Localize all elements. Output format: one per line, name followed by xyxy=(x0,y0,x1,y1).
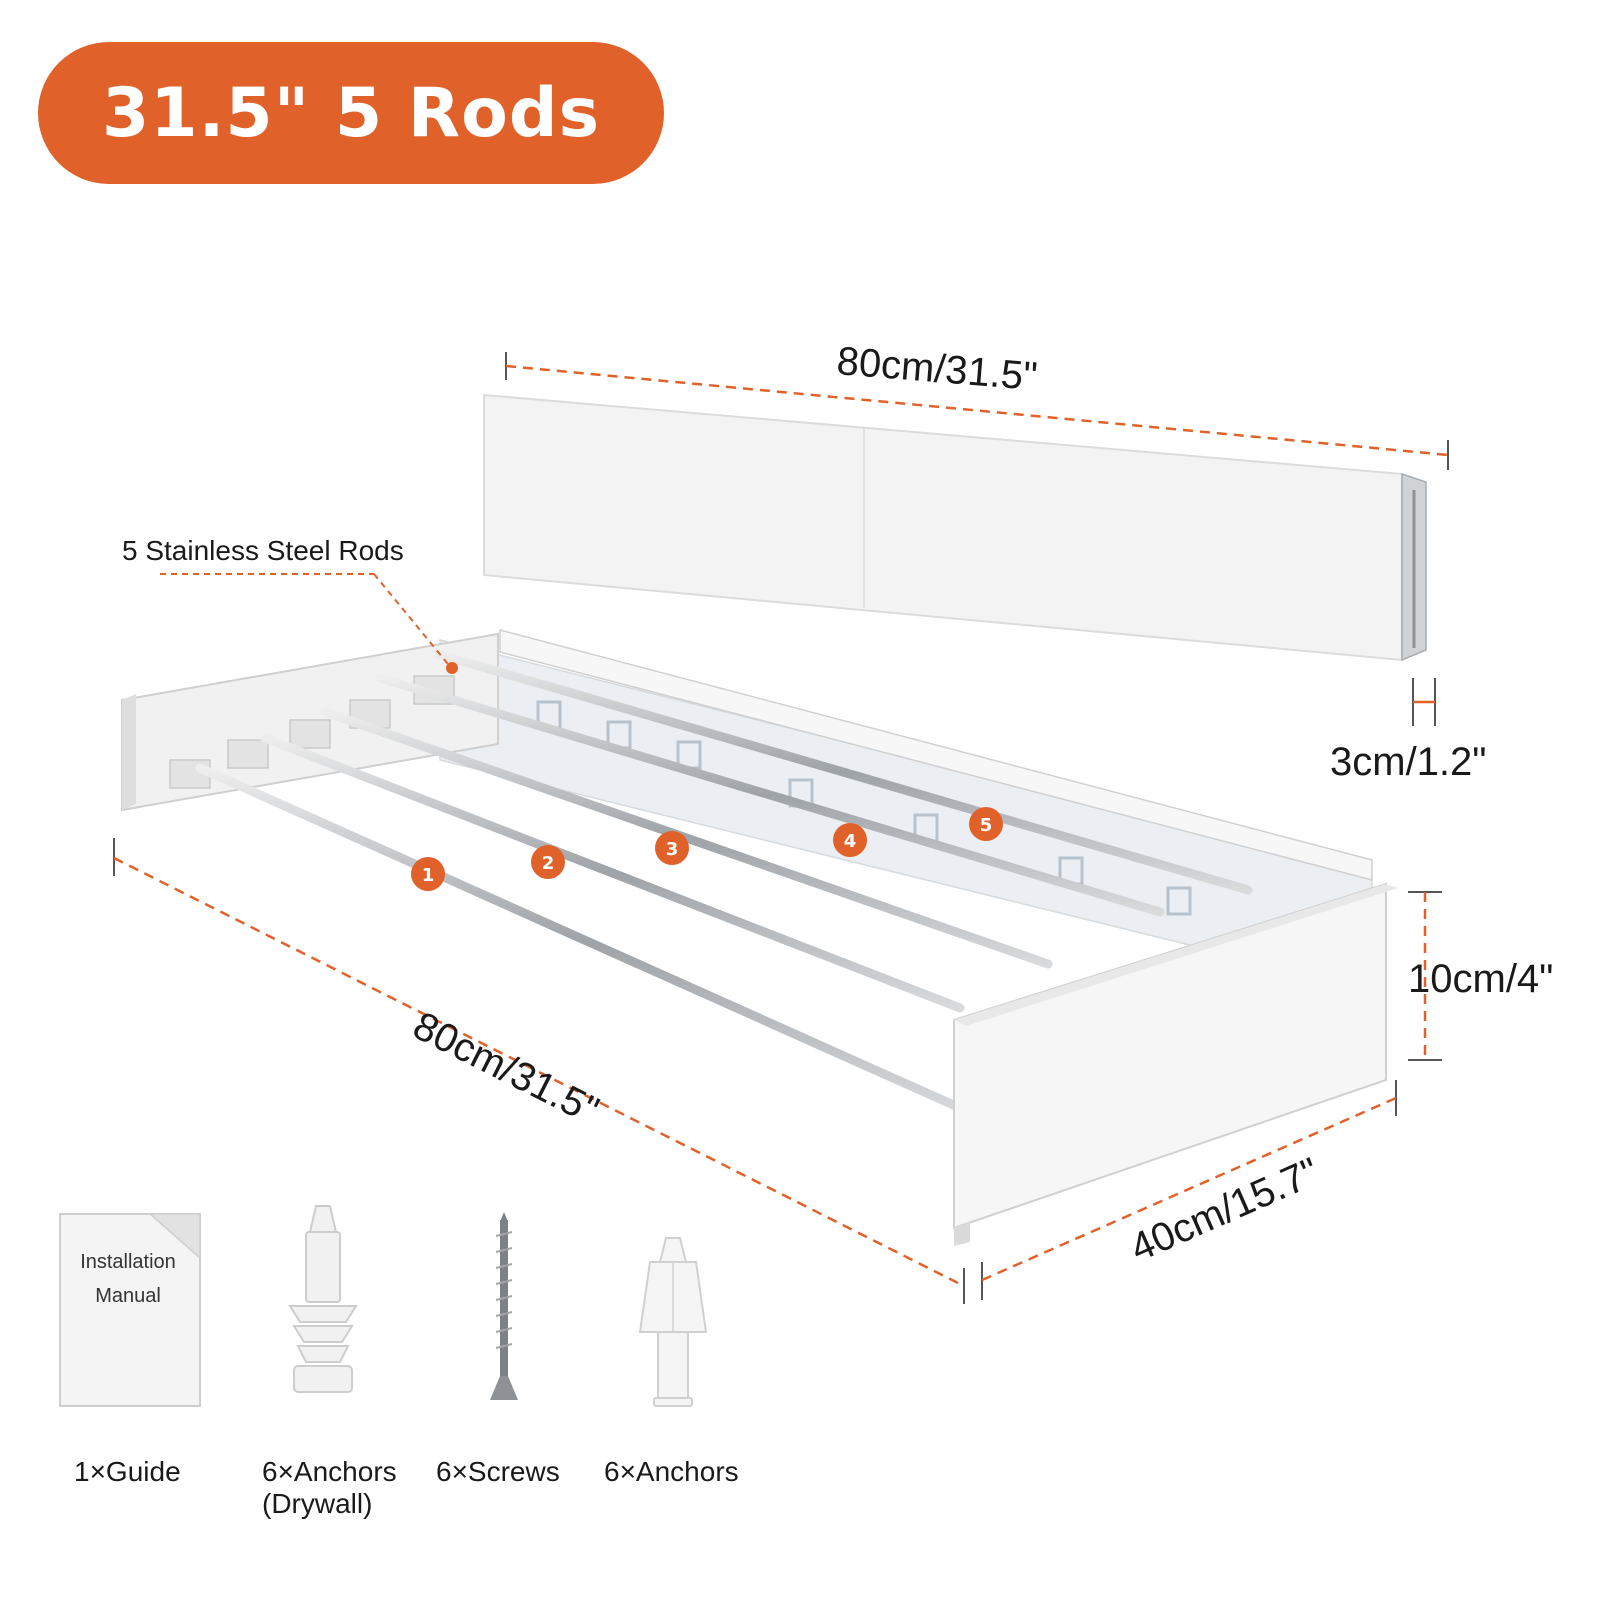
folded-rack xyxy=(483,393,1427,662)
drywall-anchor-icon xyxy=(288,1205,358,1393)
rod-marker-3: 3 xyxy=(655,831,689,865)
front-length-label: 80cm/31.5" xyxy=(406,1004,605,1134)
rod-4 xyxy=(375,673,1165,917)
back-panel-logos xyxy=(536,700,1192,916)
accessory-screws-label: 6×Screws xyxy=(436,1456,560,1487)
rod-marker-2: 2 xyxy=(531,845,565,879)
depth-label: 40cm/15.7" xyxy=(1124,1150,1326,1271)
title-badge: 31.5" 5 Rods xyxy=(38,42,664,184)
rod-marker-4-text: 4 xyxy=(844,831,857,852)
open-rack xyxy=(121,629,1398,1246)
callout-dot xyxy=(446,662,458,674)
rod-2 xyxy=(260,733,965,1013)
rod-marker-3-text: 3 xyxy=(666,839,679,860)
height-dimension: 10cm/4" xyxy=(1408,891,1553,1061)
rod-number-markers: 1 2 3 4 5 xyxy=(411,807,1003,891)
rods-callout-label: 5 Stainless Steel Rods xyxy=(122,535,404,566)
accessory-drywall-anchors-label: 6×Anchors xyxy=(262,1456,397,1487)
thickness-label: 3cm/1.2" xyxy=(1330,740,1486,784)
rod-3 xyxy=(320,707,1053,969)
rod-marker-5-text: 5 xyxy=(980,815,993,836)
rod-marker-5: 5 xyxy=(969,807,1003,841)
top-length-label: 80cm/31.5" xyxy=(835,339,1039,399)
title-text: 31.5" 5 Rods xyxy=(101,73,601,153)
manual-line-1: Installation xyxy=(80,1251,176,1273)
thickness-dimension: 3cm/1.2" xyxy=(1330,678,1486,784)
rods xyxy=(195,649,1253,1121)
rod-marker-2-text: 2 xyxy=(542,853,555,874)
rod-1 xyxy=(195,763,983,1121)
manual-icon: Installation Manual xyxy=(59,1213,201,1407)
height-label: 10cm/4" xyxy=(1408,957,1553,1001)
accessory-drywall-anchors-sublabel: (Drywall) xyxy=(262,1488,373,1519)
accessory-drywall-anchors: 6×Anchors (Drywall) xyxy=(262,1456,397,1520)
screw-icon xyxy=(490,1212,518,1400)
accessory-guide-label: 1×Guide xyxy=(74,1456,181,1487)
accessory-guide: 1×Guide xyxy=(74,1456,181,1488)
front-length-dimension: 80cm/31.5" xyxy=(113,838,965,1304)
plastic-anchor-icon xyxy=(638,1237,708,1407)
accessory-anchors-label: 6×Anchors xyxy=(604,1456,739,1487)
accessory-anchors: 6×Anchors xyxy=(604,1456,739,1488)
manual-line-2: Manual xyxy=(95,1285,161,1307)
rod-marker-4: 4 xyxy=(833,823,867,857)
rods-callout: 5 Stainless Steel Rods xyxy=(122,535,458,674)
rod-5 xyxy=(433,649,1253,895)
rod-marker-1: 1 xyxy=(411,857,445,891)
accessory-screws: 6×Screws xyxy=(436,1456,560,1488)
rod-marker-1-text: 1 xyxy=(422,865,435,886)
